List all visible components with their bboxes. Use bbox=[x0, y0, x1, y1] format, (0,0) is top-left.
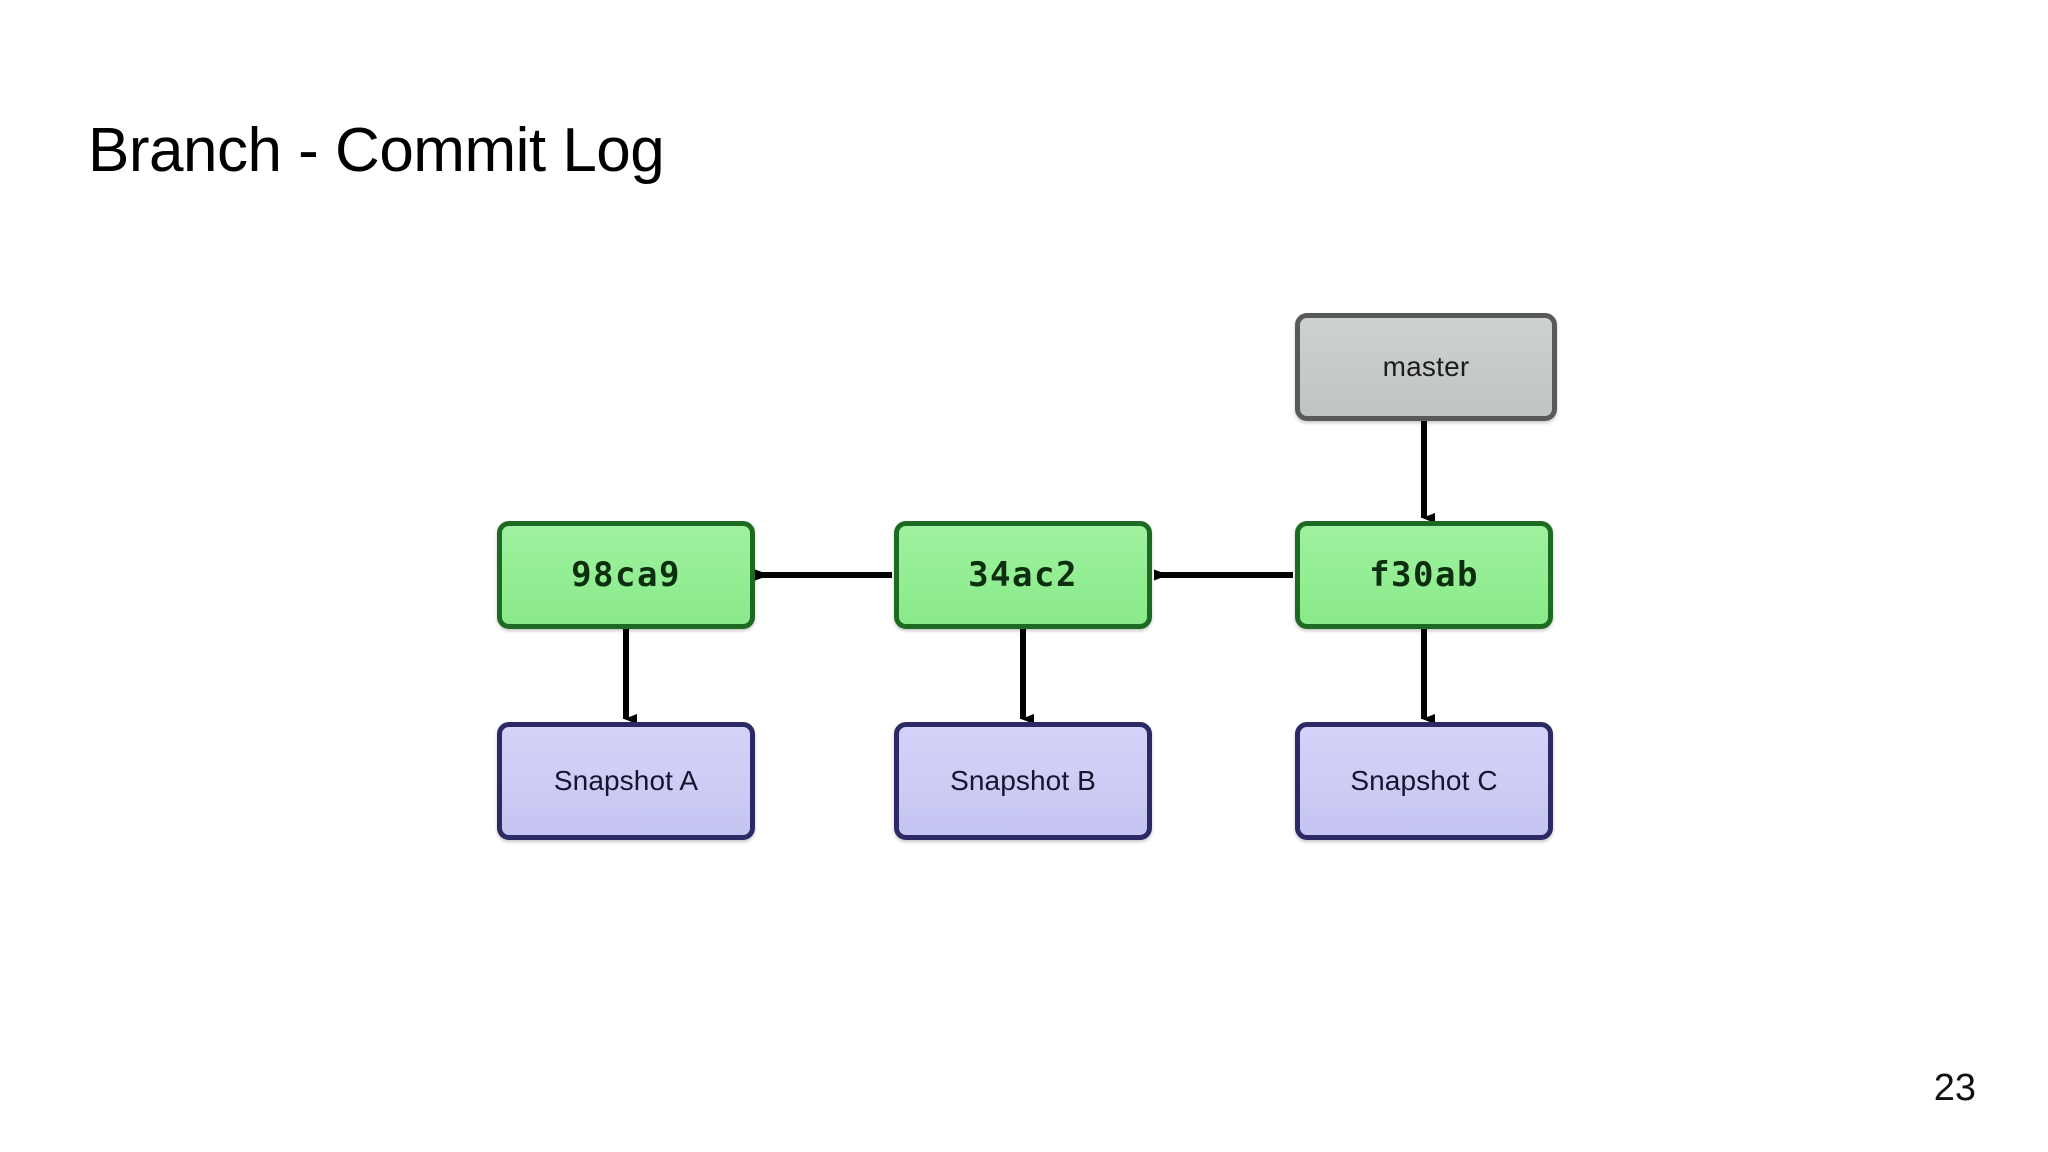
page-title: Branch - Commit Log bbox=[88, 116, 665, 185]
commit-node-label: 98ca9 bbox=[571, 555, 681, 595]
snapshot-node-a[interactable]: Snapshot A bbox=[497, 722, 755, 840]
commit-node-98ca9[interactable]: 98ca9 bbox=[497, 521, 755, 629]
snapshot-node-c[interactable]: Snapshot C bbox=[1295, 722, 1553, 840]
snapshot-node-b[interactable]: Snapshot B bbox=[894, 722, 1152, 840]
snapshot-node-label: Snapshot C bbox=[1350, 765, 1498, 796]
commit-node-34ac2[interactable]: 34ac2 bbox=[894, 521, 1152, 629]
page-number: 23 bbox=[1933, 1067, 1976, 1109]
branch-node-label: master bbox=[1382, 351, 1470, 382]
commit-node-f30ab[interactable]: f30ab bbox=[1295, 521, 1553, 629]
commit-node-label: 34ac2 bbox=[968, 555, 1078, 595]
snapshot-node-label: Snapshot B bbox=[950, 765, 1096, 796]
branch-node-master[interactable]: master bbox=[1295, 313, 1557, 421]
snapshot-node-label: Snapshot A bbox=[553, 765, 699, 796]
commit-node-label: f30ab bbox=[1369, 555, 1479, 595]
